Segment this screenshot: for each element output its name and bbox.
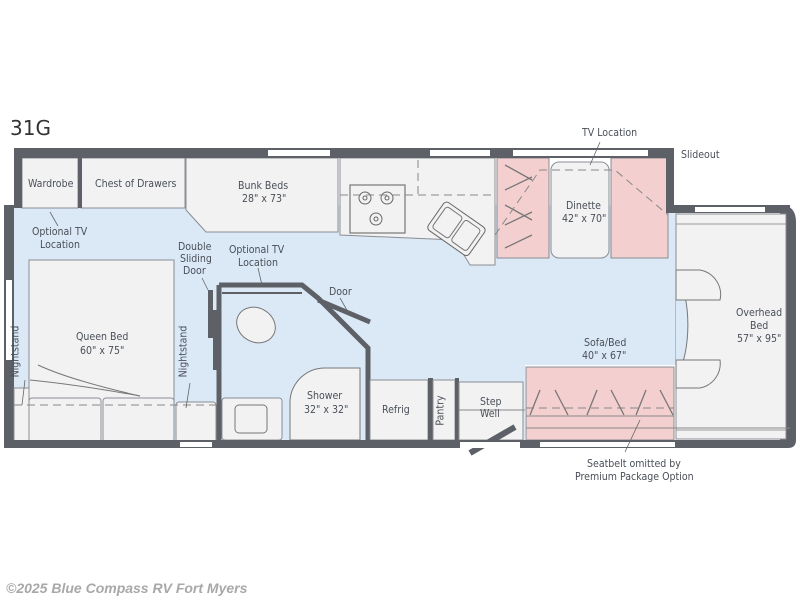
cab-seat-bottom xyxy=(675,359,721,389)
bath-sink xyxy=(221,397,283,441)
label-dinette-size: 42" x 70" xyxy=(562,213,607,225)
label-seatbelt-1: Seatbelt omitted by xyxy=(587,458,681,470)
chest-of-drawers xyxy=(80,157,186,209)
label-dinette: Dinette xyxy=(566,200,601,212)
nightstand-right xyxy=(175,401,217,443)
toilet xyxy=(236,306,276,344)
label-overhead-bed: Bed xyxy=(750,320,769,332)
label-chest-of-drawers: Chest of Drawers xyxy=(95,178,177,190)
label-seatbelt-2: Premium Package Option xyxy=(575,471,694,483)
sofa-bed xyxy=(525,366,675,441)
sink xyxy=(427,201,486,257)
label-queen-bed: Queen Bed xyxy=(76,331,129,343)
label-shower: Shower xyxy=(307,390,343,402)
label-refrig: Refrig xyxy=(382,404,410,416)
floor-area xyxy=(14,205,680,440)
wardrobe xyxy=(21,157,79,209)
label-shower-size: 32" x 32" xyxy=(304,404,349,416)
label-nightstand-left: Nightstand xyxy=(9,325,22,378)
nightstand-left xyxy=(13,387,30,443)
label-double-1: Double xyxy=(178,241,212,253)
label-door: Door xyxy=(329,286,352,298)
label-optional-tv-1: Optional TV xyxy=(32,226,88,238)
cab-seat-top xyxy=(675,269,722,301)
dinette-table xyxy=(550,161,610,259)
shower xyxy=(289,367,361,441)
label-slideout: Slideout xyxy=(681,149,720,161)
label-queen-bed-size: 60" x 75" xyxy=(80,345,125,357)
label-optional-tv-1b: Location xyxy=(40,239,80,251)
label-sofa-bed: Sofa/Bed xyxy=(584,337,627,349)
label-step: Step xyxy=(480,396,502,408)
label-nightstand-right: Nightstand xyxy=(177,325,190,378)
label-double-3: Door xyxy=(183,265,206,277)
refrigerator xyxy=(369,379,429,441)
dinette-bench-left xyxy=(496,157,550,259)
label-bunk-beds: Bunk Beds xyxy=(238,180,289,192)
label-wardrobe: Wardrobe xyxy=(28,178,74,190)
model-name: 31G xyxy=(10,116,51,140)
label-double-2: Sliding xyxy=(180,253,212,265)
label-overhead-size: 57" x 95" xyxy=(737,333,782,345)
label-tv-location: TV Location xyxy=(582,127,638,139)
label-optional-tv-2b: Location xyxy=(238,257,278,269)
label-sofa-bed-size: 40" x 67" xyxy=(582,350,627,362)
label-optional-tv-2: Optional TV xyxy=(229,244,285,256)
stove xyxy=(349,184,406,234)
label-bunk-beds-size: 28" x 73" xyxy=(242,193,287,205)
label-pantry: Pantry xyxy=(434,395,447,426)
copyright-watermark: ©2025 Blue Compass RV Fort Myers xyxy=(6,580,248,596)
label-overhead: Overhead xyxy=(736,307,783,319)
label-well: Well xyxy=(480,408,500,420)
overhead-bed xyxy=(675,213,787,440)
